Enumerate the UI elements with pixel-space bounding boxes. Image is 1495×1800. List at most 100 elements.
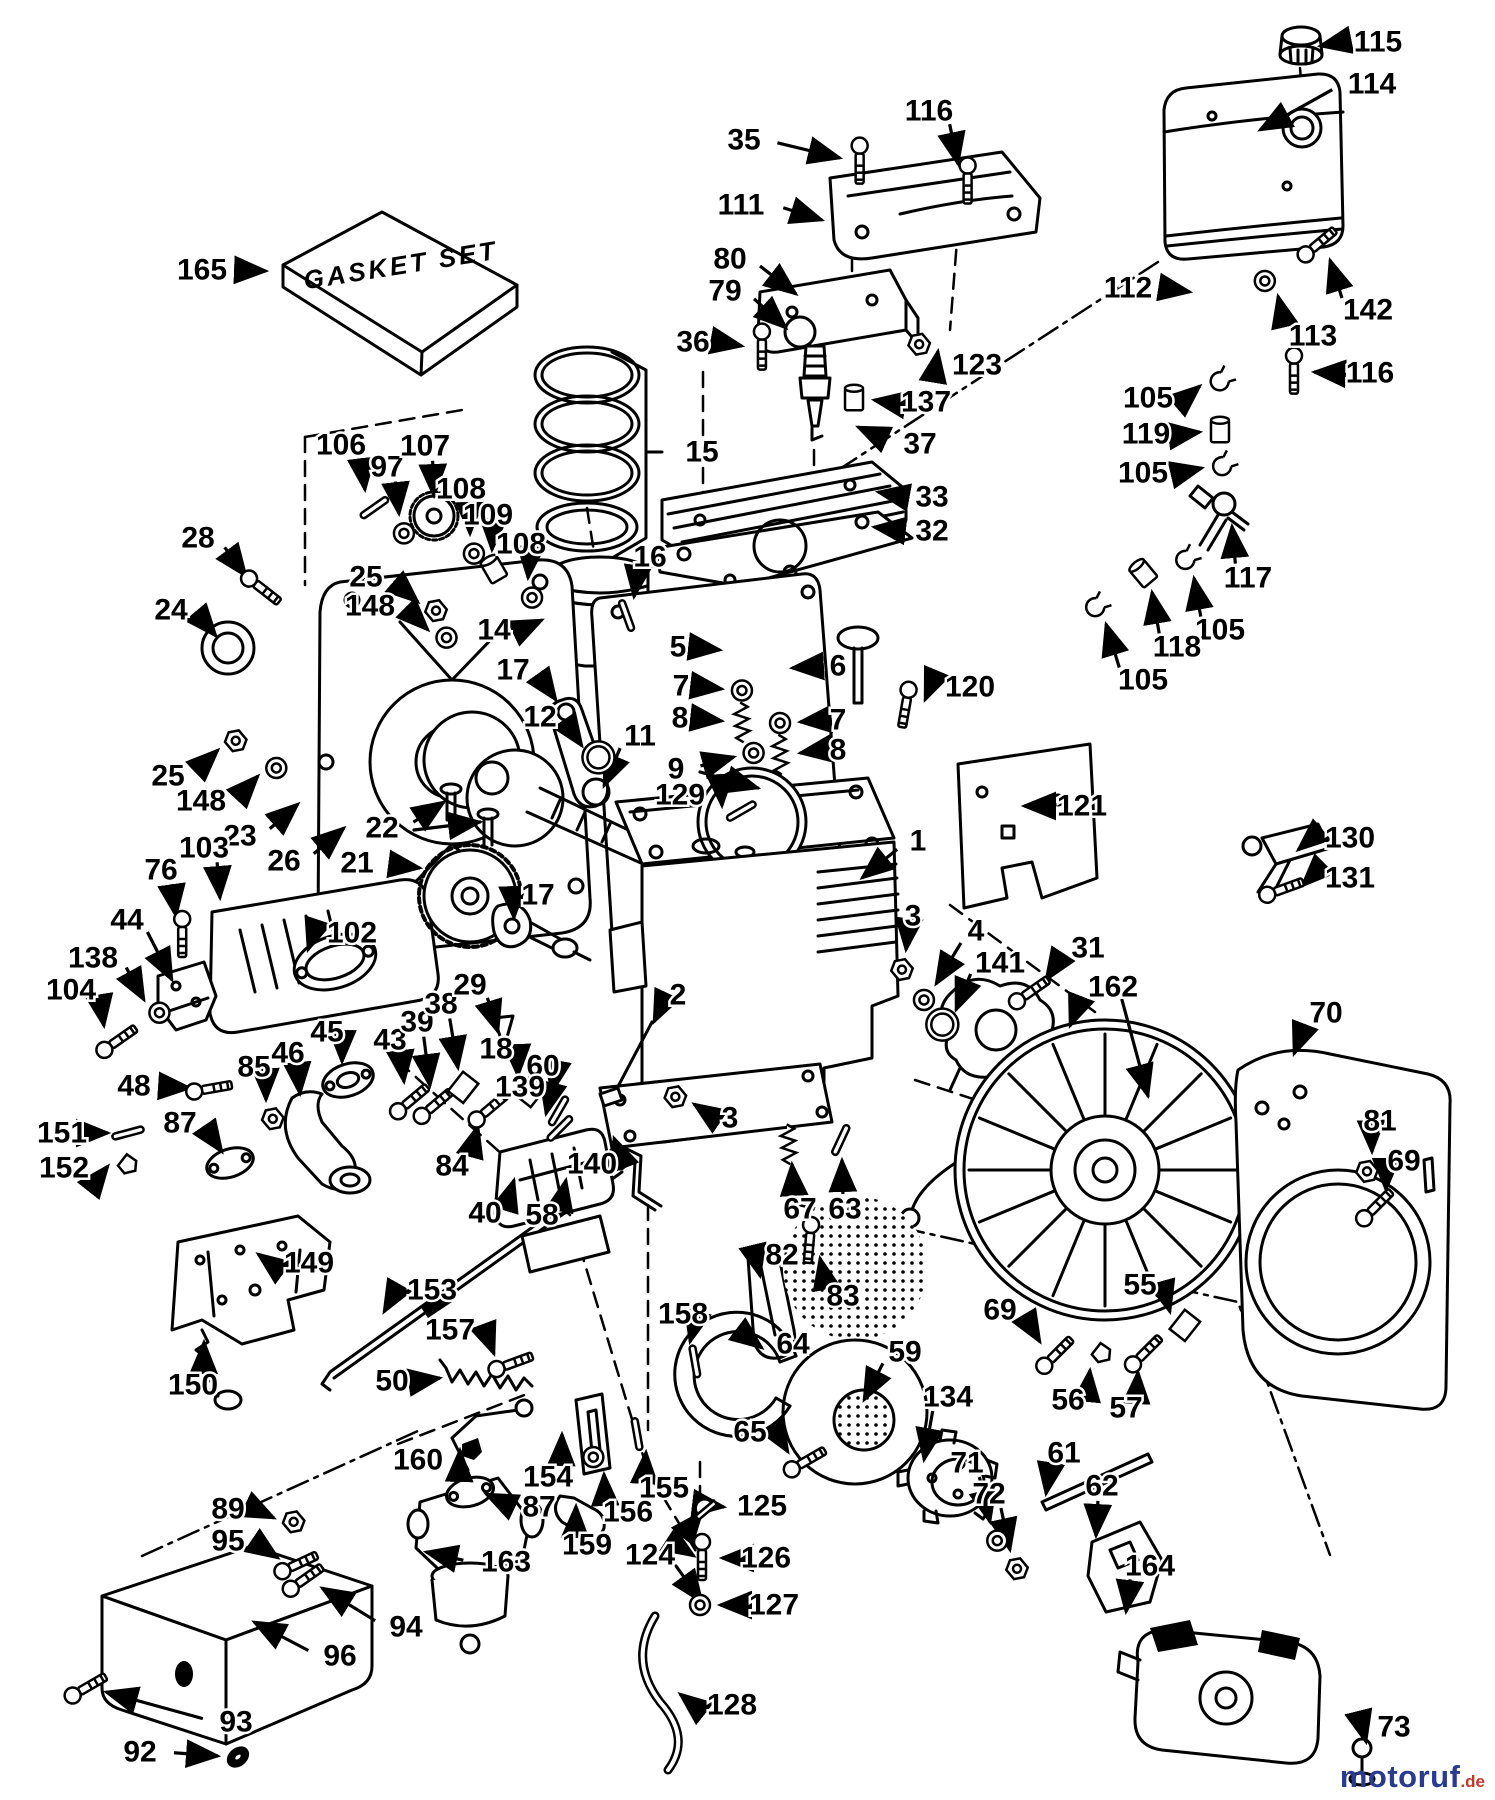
leader-17a (525, 665, 558, 703)
leader-8b (796, 734, 834, 763)
leader-153 (382, 1277, 413, 1315)
leader-63 (828, 1156, 858, 1195)
part-label-72: 72 (972, 1478, 1005, 1511)
leader-105c (1185, 574, 1214, 617)
part-label-137: 137 (901, 386, 951, 419)
part-glyph-152-clip (116, 1152, 138, 1175)
part-glyph-83-bolt (801, 1215, 821, 1265)
leader-9 (699, 751, 738, 780)
spark-plug (798, 344, 832, 442)
part-label-26: 26 (267, 845, 300, 878)
leader-119 (1166, 421, 1204, 451)
part-glyph-109-cyl (479, 553, 509, 585)
leader-93 (102, 1686, 204, 1721)
part-label-3b: 3 (722, 1102, 739, 1135)
leader-115 (1316, 25, 1355, 54)
part-label-148b: 148 (176, 785, 226, 818)
leader-108a (455, 501, 484, 538)
leader-138 (115, 965, 146, 1003)
part-number-labels: 1151141163511180793611211314211612313737… (34, 23, 1423, 1771)
part-glyph-85-nut (260, 1107, 286, 1131)
part-glyph-3a-nut (889, 957, 915, 982)
leader-44 (144, 931, 174, 983)
leader-39 (411, 1036, 441, 1090)
part-glyph-12-oring (581, 740, 616, 775)
part-glyph-119-cyl (1209, 415, 1231, 444)
part-label-119: 119 (1122, 418, 1170, 451)
leader-16 (623, 563, 653, 601)
fuel-valve (1188, 484, 1250, 552)
part-label-94: 94 (389, 1611, 423, 1644)
part-glyph-113-washer (1253, 269, 1277, 293)
part-label-73: 73 (1377, 1711, 1410, 1744)
flywheel-fin (1007, 1208, 1067, 1268)
leader-114 (1257, 88, 1334, 132)
part-glyph-138-washer (148, 1001, 171, 1024)
part-label-64: 64 (776, 1328, 810, 1361)
leader-46 (282, 1060, 312, 1098)
leader-116b (1310, 359, 1347, 389)
leader-149 (255, 1252, 293, 1285)
leader-17b (498, 885, 527, 922)
leader-5 (686, 632, 724, 661)
part-label-59: 59 (888, 1336, 921, 1369)
part-glyph-71-washer (986, 1529, 1009, 1552)
part-label-105c: 105 (1195, 614, 1245, 647)
part-label-158: 158 (658, 1298, 708, 1331)
leader-32 (870, 516, 908, 546)
part-label-127: 127 (749, 1589, 799, 1622)
part-label-5: 5 (670, 631, 687, 664)
part-label-69a: 69 (1387, 1145, 1420, 1178)
leader-50 (406, 1368, 444, 1397)
leader-87a (192, 1117, 224, 1155)
leader-113 (1271, 292, 1300, 331)
recoil-starter (1116, 1620, 1322, 1765)
leader-61 (1036, 1460, 1066, 1498)
carburetor (406, 1398, 545, 1655)
governor-shaft (598, 1020, 654, 1108)
part-glyph-141-oring (925, 1007, 960, 1042)
part-label-46: 46 (271, 1037, 304, 1070)
leader-97 (381, 480, 410, 518)
part-glyph-89-nut (281, 1510, 306, 1534)
exhaust-flange (321, 1061, 375, 1099)
leader-96 (251, 1620, 310, 1652)
leader-70 (1291, 1018, 1319, 1057)
leader-12 (552, 711, 584, 749)
part-label-140: 140 (567, 1148, 617, 1181)
watermark: motoruf.de (1340, 1761, 1485, 1792)
part-label-84: 84 (435, 1150, 469, 1183)
part-label-109: 109 (463, 499, 513, 532)
part-label-106: 106 (316, 429, 366, 462)
fuel-tank (1162, 72, 1345, 261)
leader-111 (782, 196, 826, 225)
part-label-32: 32 (915, 515, 948, 548)
leader-64 (727, 1317, 765, 1350)
part-label-7a: 7 (673, 670, 690, 703)
flywheel-fin (977, 1116, 1055, 1151)
part-label-96: 96 (323, 1640, 356, 1673)
part-glyph-94-bolt (281, 1563, 325, 1599)
part-label-120: 120 (945, 671, 995, 704)
part-glyph-108b-washer (520, 586, 544, 609)
part-glyph-151-pin (111, 1125, 145, 1141)
leader-108b (516, 544, 546, 582)
part-glyph-95-bolt (273, 1550, 320, 1581)
part-glyph-116a-bolt (958, 156, 977, 205)
flywheel-fin (1051, 1220, 1086, 1298)
leader-118 (1143, 588, 1172, 634)
part-label-131: 131 (1325, 862, 1375, 895)
part-label-162: 162 (1088, 971, 1138, 1004)
part-glyph-60-pin (547, 1095, 570, 1127)
part-label-125: 125 (737, 1490, 787, 1523)
leader-158 (683, 1307, 712, 1346)
part-label-118: 118 (1153, 631, 1201, 664)
leader-120 (923, 664, 951, 703)
blower-housing (1233, 1048, 1452, 1411)
part-label-38: 38 (424, 988, 457, 1021)
flywheel-fin (1143, 1208, 1203, 1268)
leader-123 (918, 347, 948, 385)
leader-3b (691, 1102, 729, 1134)
part-glyph-118-cyl (1128, 557, 1159, 589)
part-glyph-35-bolt (850, 136, 869, 185)
